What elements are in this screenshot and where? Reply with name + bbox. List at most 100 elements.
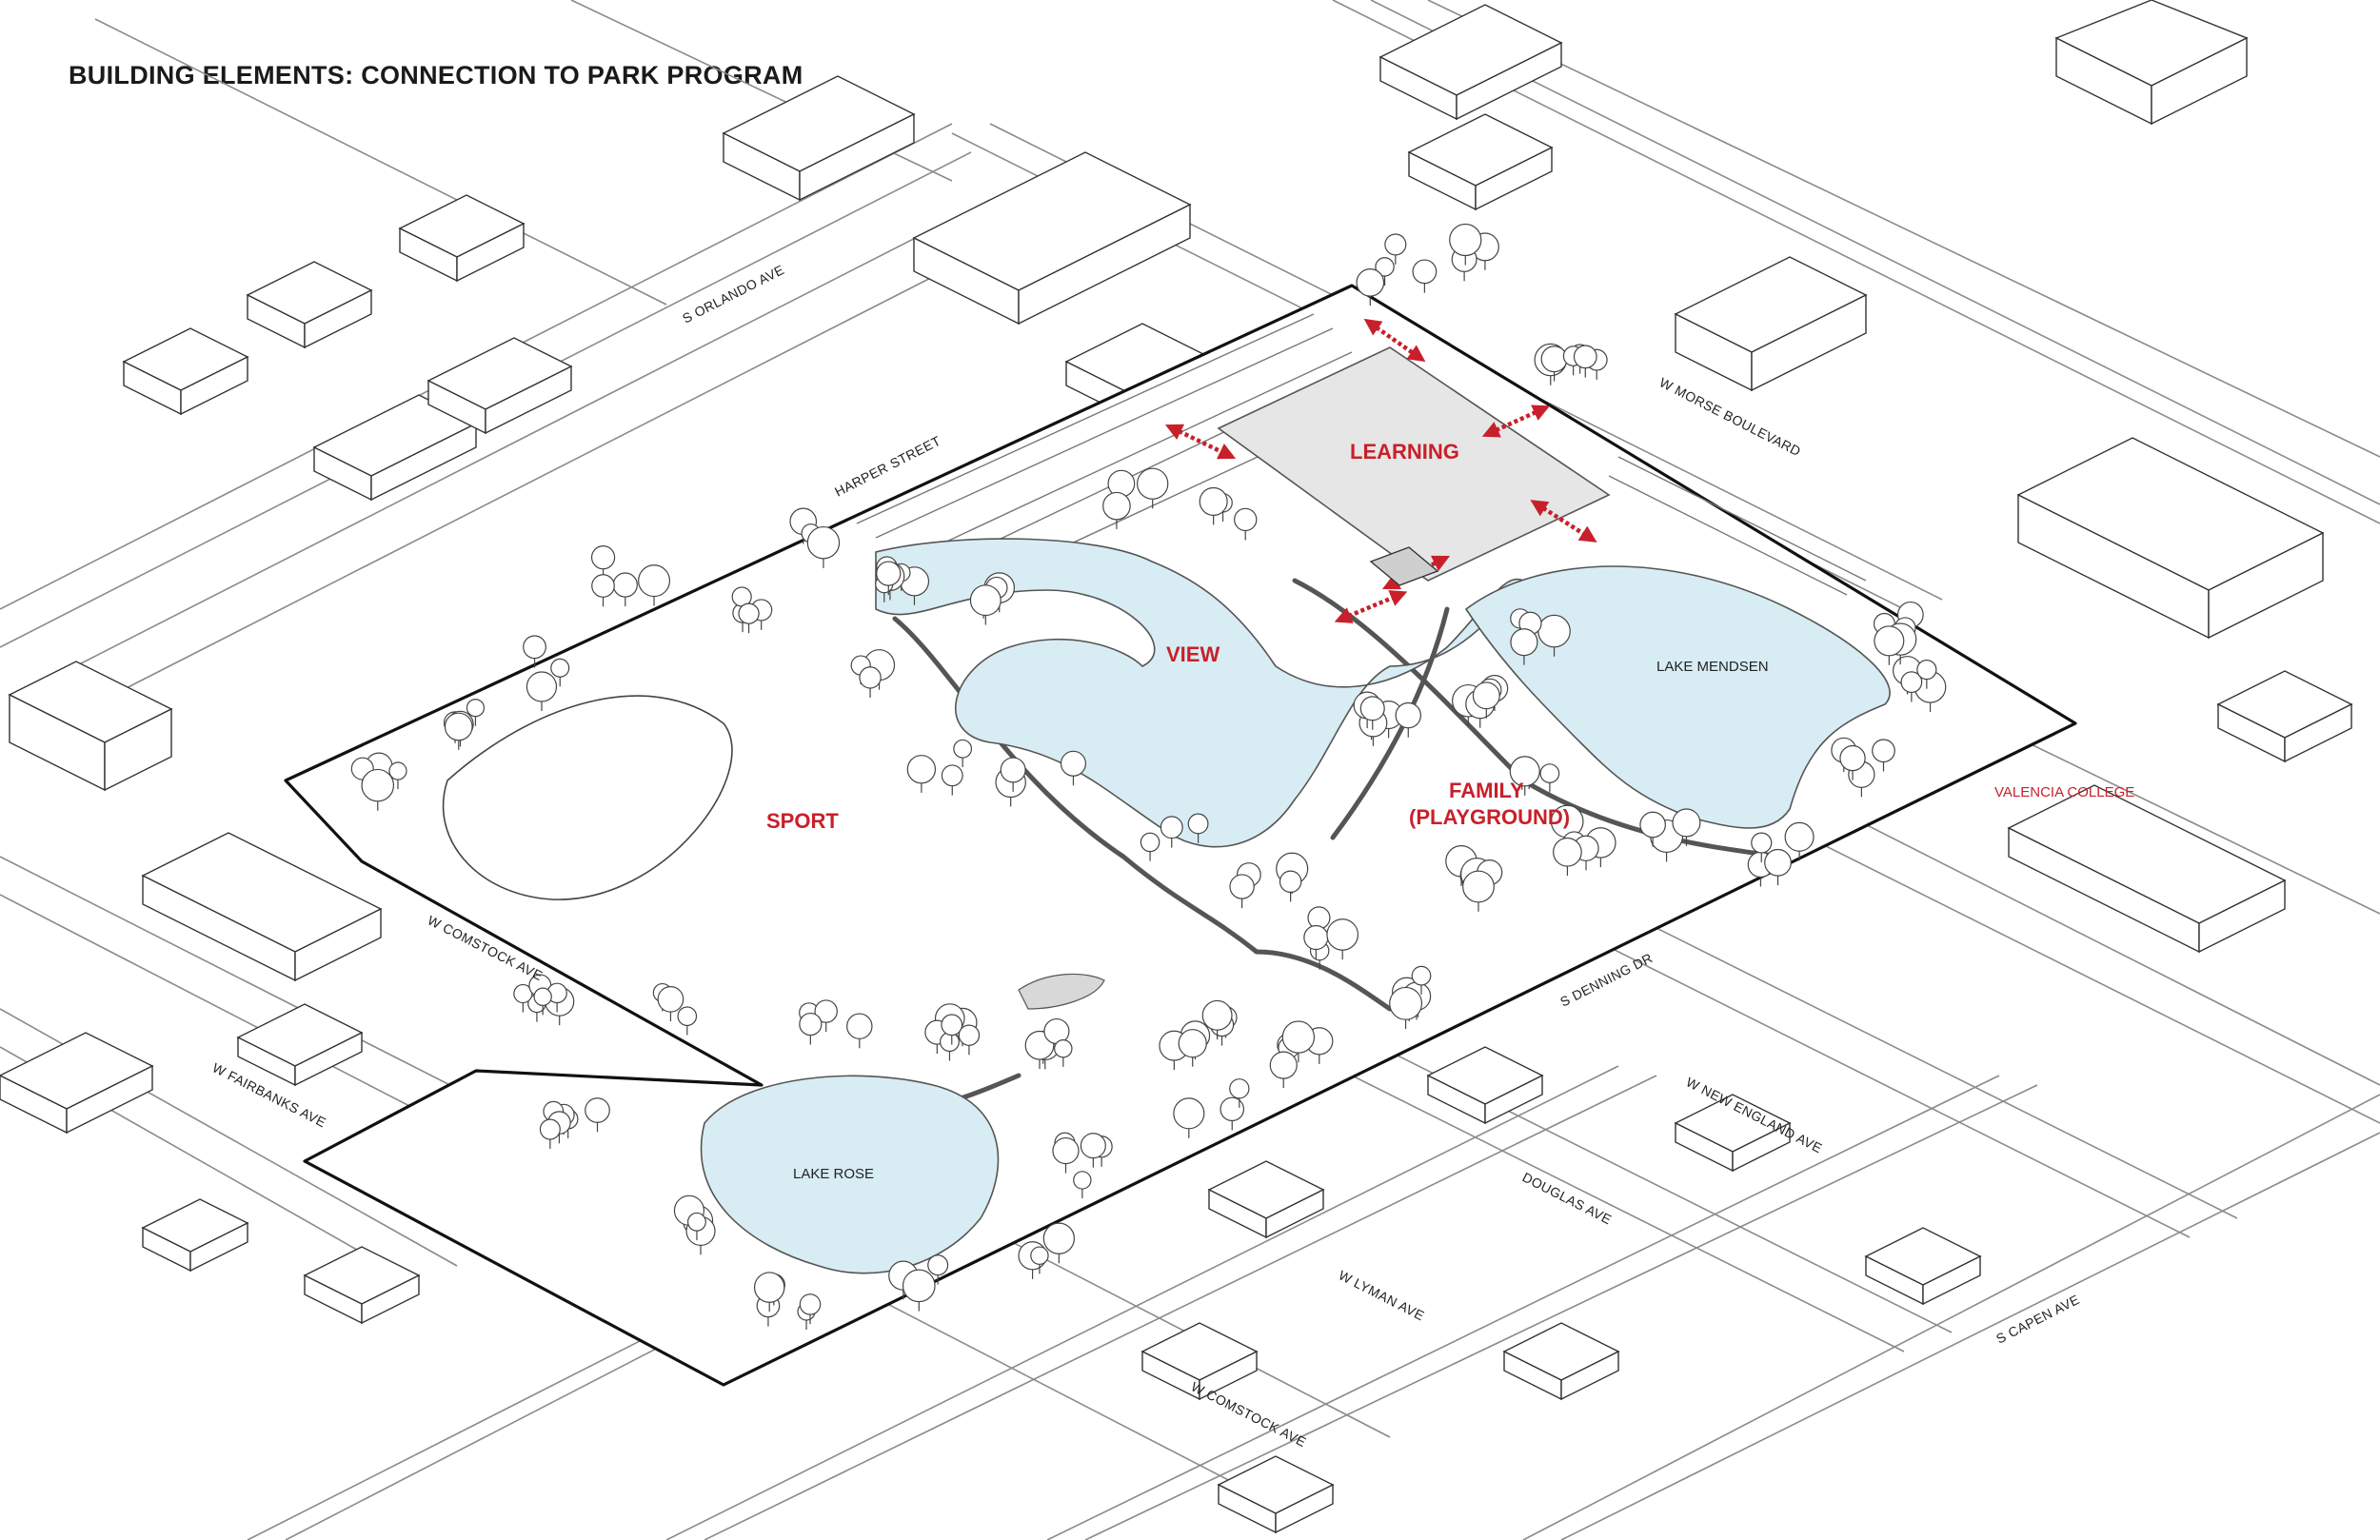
tree-canopy [958, 1024, 981, 1046]
tree-canopy [1160, 816, 1183, 839]
tree-canopy [1751, 832, 1773, 854]
tree-canopy [753, 1272, 785, 1303]
tree-canopy [444, 712, 473, 741]
tree-canopy [1412, 259, 1438, 285]
tree-canopy [846, 1013, 873, 1039]
zone-label-sport: SPORT [766, 809, 839, 833]
tree-canopy [1303, 924, 1329, 951]
lake-label-rose: LAKE ROSE [793, 1166, 874, 1182]
building-block-nw2 [246, 261, 373, 349]
zone-label-family: FAMILY [1449, 779, 1524, 802]
tree-canopy [799, 1012, 823, 1037]
learning-building-pad [1217, 346, 1611, 582]
tree-canopy [677, 1006, 698, 1027]
building-block-w1 [8, 661, 173, 792]
building-block-e1 [2016, 437, 2325, 640]
tree-canopy [1784, 821, 1815, 852]
building-block-ne1 [1407, 113, 1554, 211]
tree-canopy [1375, 257, 1395, 277]
tree-canopy [941, 764, 963, 787]
tree-canopy [1874, 625, 1905, 657]
tree-canopy [1229, 1078, 1250, 1099]
tree-canopy [657, 986, 684, 1013]
zone-label-playground: (PLAYGROUND) [1409, 805, 1570, 829]
tree-canopy [1281, 1020, 1316, 1054]
tree-canopy [1509, 756, 1540, 787]
tree-canopy [1000, 757, 1026, 783]
tree-canopy [1389, 986, 1423, 1020]
tree-canopy [1395, 701, 1421, 729]
tree-canopy [533, 987, 552, 1006]
tree-canopy [927, 1254, 949, 1276]
building-block-w3 [0, 1032, 154, 1135]
tree-canopies [350, 223, 1947, 1331]
tree-canopy [1052, 1136, 1080, 1165]
tree-canopy [1234, 507, 1258, 532]
tree-canopy [1326, 918, 1359, 951]
building-block-se4 [1864, 1227, 1982, 1306]
landmark-label-valencia: VALENCIA COLLEGE [1994, 784, 2134, 800]
tree-canopy [1140, 832, 1160, 853]
tree-canopy [591, 574, 615, 598]
tree-canopy [1449, 223, 1482, 257]
tree-canopy [1539, 763, 1560, 783]
building-block-n2 [912, 151, 1192, 326]
building-block-ne3 [2054, 0, 2249, 126]
building-block-nw4 [312, 394, 478, 502]
tree-canopy [806, 525, 841, 560]
building-block-ne2 [1674, 256, 1868, 392]
street-label-w-lyman: W LYMAN AVE [1337, 1267, 1427, 1323]
building-block-se5 [1502, 1322, 1620, 1401]
tree-canopy [388, 761, 407, 780]
street-label-douglas: DOUGLAS AVE [1520, 1169, 1615, 1227]
tree-canopy [738, 602, 760, 624]
tree-canopy [1764, 848, 1792, 877]
building-block-n4 [1378, 4, 1563, 121]
tree-canopy [585, 1097, 610, 1123]
tree-canopy [859, 666, 882, 689]
tree-canopy [1269, 1051, 1298, 1079]
tree-canopy [799, 1293, 822, 1315]
building-block-nw1 [122, 327, 249, 416]
tree-canopy [1178, 1029, 1207, 1058]
building-block-se2 [1426, 1046, 1544, 1125]
tree-canopy [1199, 486, 1228, 516]
tree-canopy [1462, 870, 1495, 903]
tree-canopy [953, 739, 973, 759]
lake-central-water [875, 538, 1525, 848]
diagram-title: BUILDING ELEMENTS: CONNECTION TO PARK PR… [69, 61, 803, 89]
tree-canopy [941, 1014, 963, 1037]
tree-canopy [1672, 808, 1701, 838]
lake-mendsen-shape [1464, 565, 1891, 829]
tree-canopy [1553, 837, 1582, 867]
building-block-nw3 [398, 194, 526, 283]
tree-canopy [1356, 268, 1385, 297]
tree-canopy [1916, 659, 1937, 681]
building-block-w2 [141, 832, 383, 982]
tree-canopy [550, 658, 570, 678]
building-block-sw3 [141, 1198, 249, 1273]
tree-canopy [539, 1118, 561, 1140]
building-block-n1 [722, 75, 916, 202]
tree-canopy [876, 561, 902, 586]
arrow-lake-south [1334, 590, 1408, 623]
tree-canopy [1173, 1097, 1205, 1130]
street-label-w-morse: W MORSE BOULEVARD [1657, 374, 1804, 459]
building-block-valencia [2007, 784, 2287, 954]
tree-canopy [1411, 965, 1432, 986]
tree-canopy [1080, 1133, 1106, 1159]
building-block-s1 [1140, 1322, 1259, 1401]
tree-canopy [590, 545, 616, 570]
tree-canopy [1384, 233, 1407, 256]
tree-canopy [814, 999, 838, 1023]
building-block-se3 [1674, 1094, 1792, 1173]
building-block-nw5 [426, 337, 573, 435]
central-building-structure [1369, 546, 1439, 586]
tree-canopy [361, 768, 395, 802]
tree-canopy [1279, 870, 1302, 894]
sport-field [442, 695, 733, 900]
building-block-se1 [1207, 1160, 1325, 1239]
